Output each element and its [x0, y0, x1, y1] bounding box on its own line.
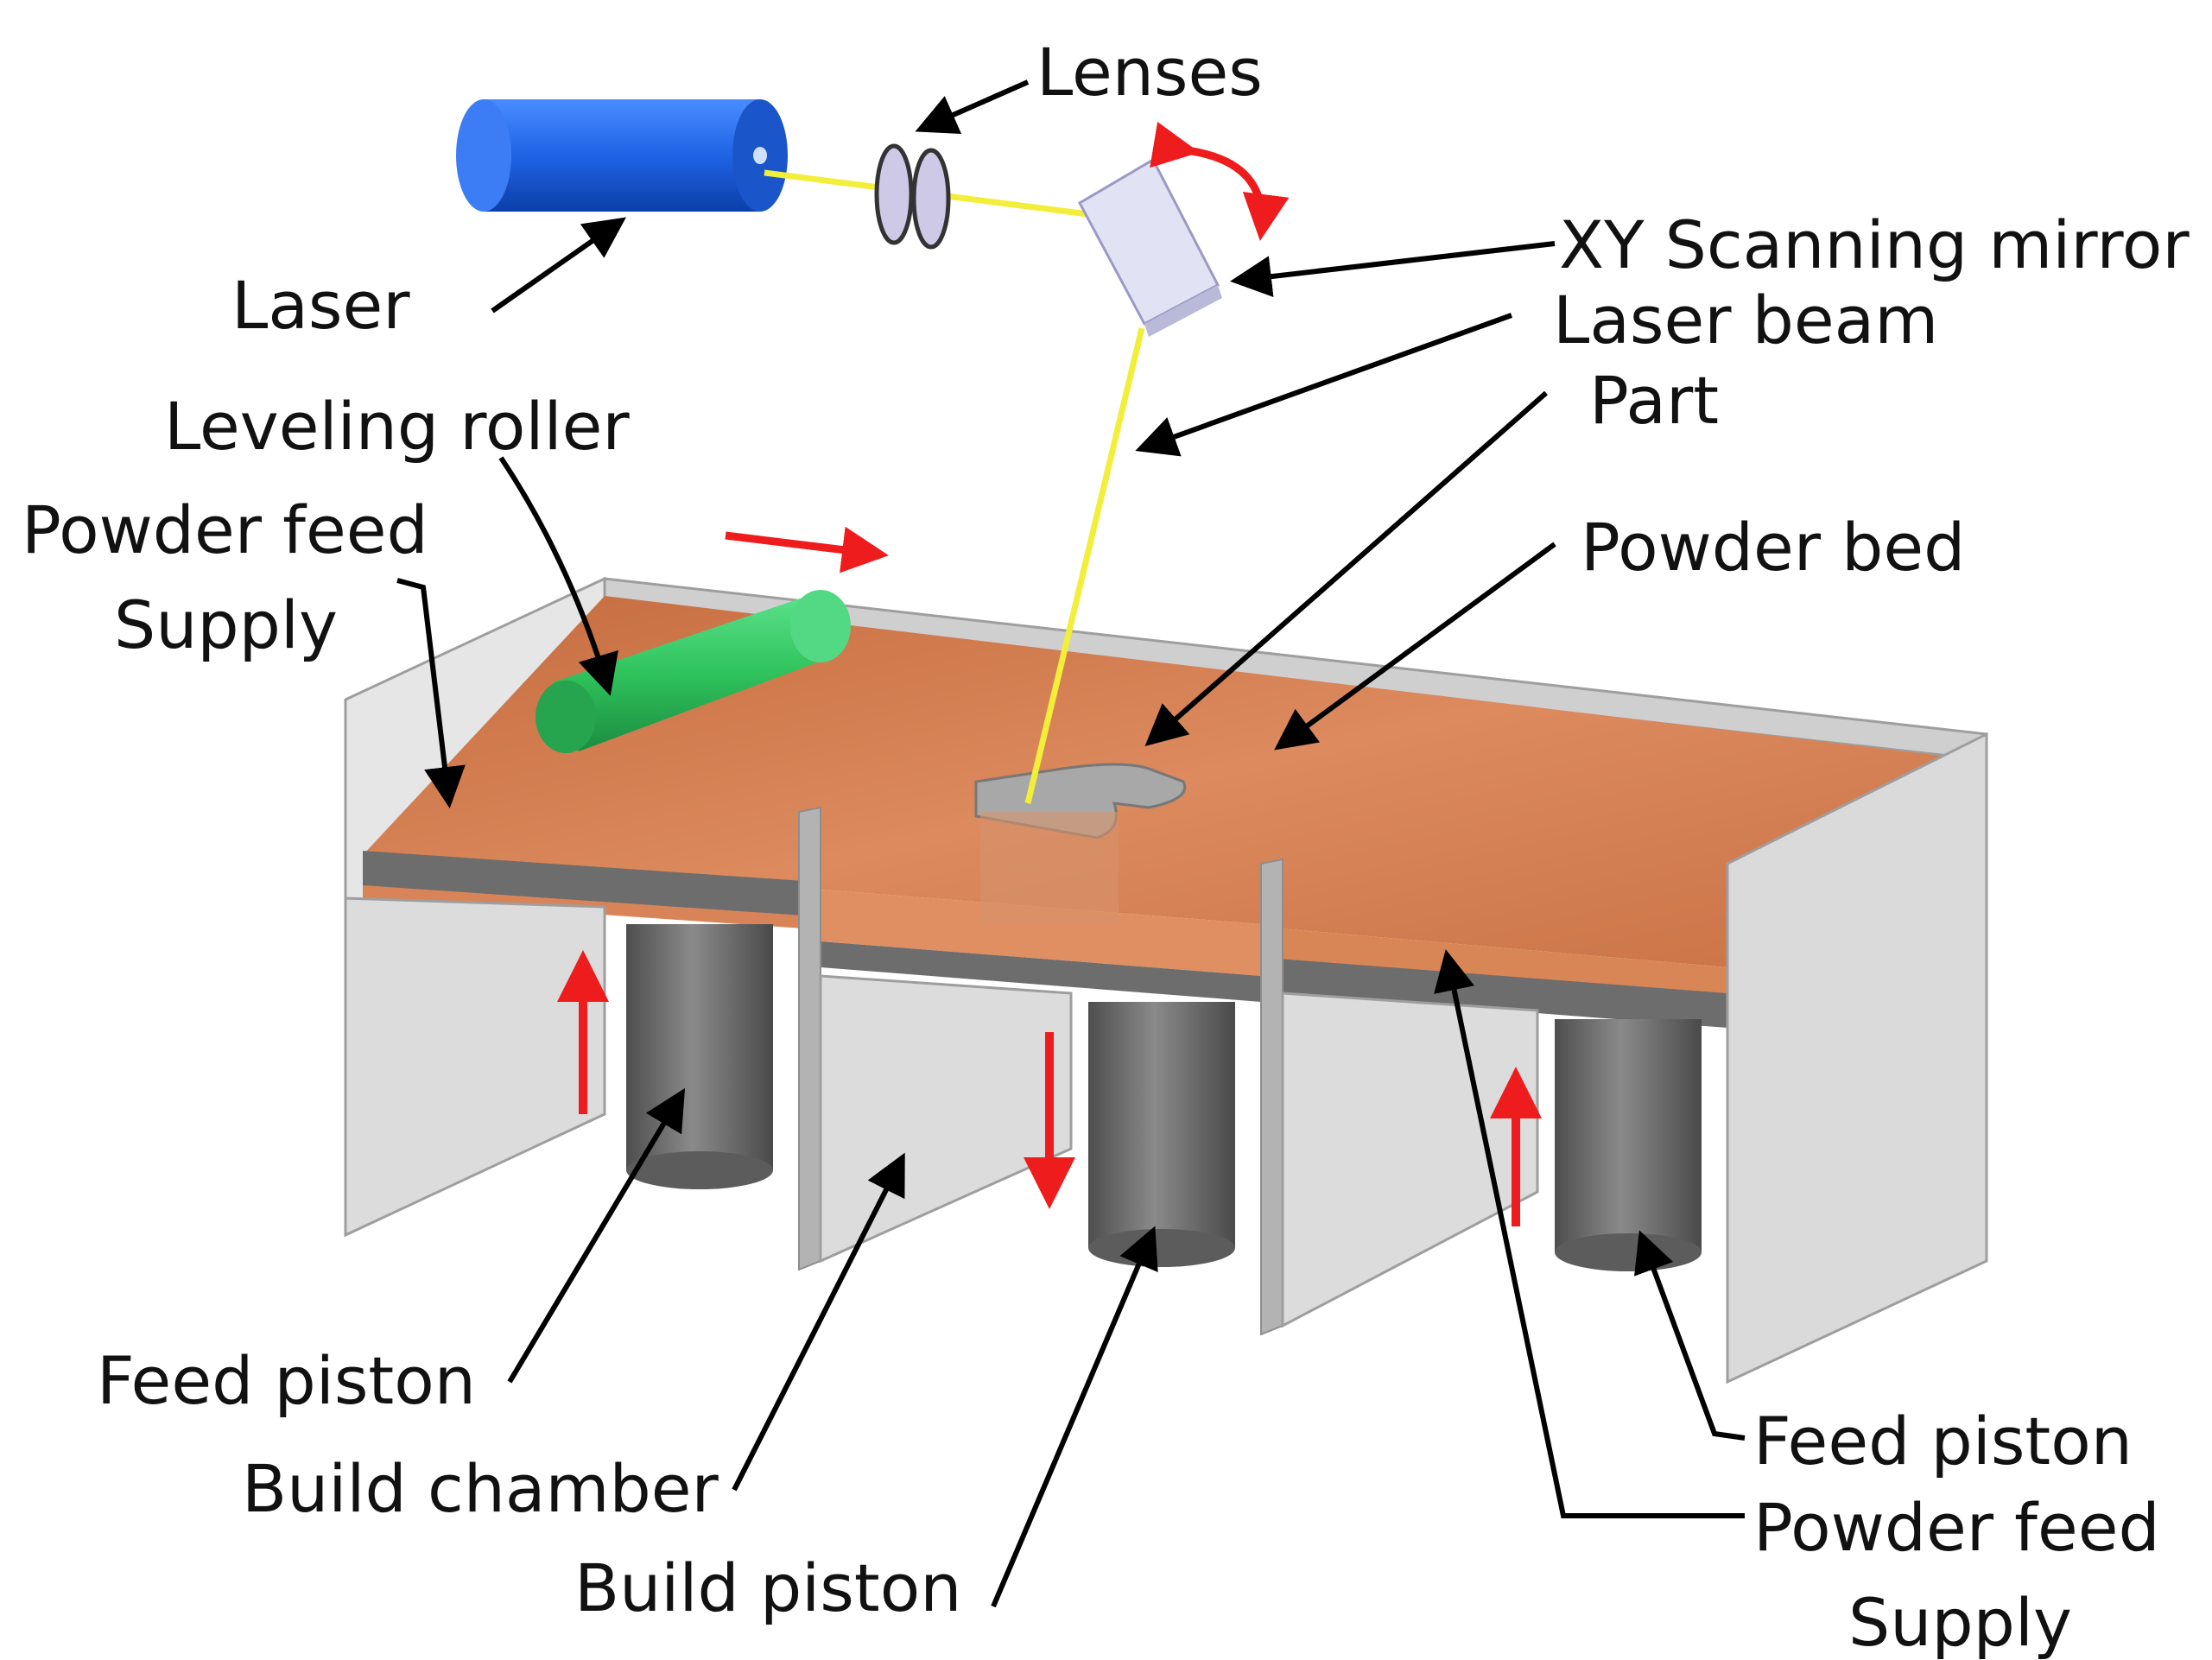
label-supply-left: Supply — [114, 586, 338, 663]
label-powder-bed: Powder bed — [1581, 509, 1965, 586]
leader-build-chamber — [732, 1152, 905, 1492]
label-leveling-roller: Leveling roller — [164, 388, 630, 465]
label-xy-scanning-mirror: XY Scanning mirror — [1559, 206, 2190, 283]
label-build-chamber: Build chamber — [242, 1450, 719, 1527]
feed-piston-right — [1555, 1019, 1702, 1252]
divider-wall-1 — [798, 806, 821, 1271]
leader-mirror — [1230, 241, 1556, 297]
powder-bed-middle-front — [821, 890, 1261, 976]
leader-feed-piston-left — [507, 1087, 686, 1384]
mirror-rotation-arrow — [1150, 121, 1290, 241]
label-supply-right: Supply — [1848, 1584, 2072, 1660]
leader-part — [1144, 390, 1548, 746]
part-body — [980, 812, 1119, 924]
feed-piston-left — [626, 924, 773, 1170]
label-build-piston: Build piston — [574, 1549, 961, 1626]
divider-wall-2 — [1260, 858, 1283, 1336]
feed-piston-left-bottom — [626, 1151, 773, 1189]
middle-front-wall — [819, 974, 1073, 1264]
right-side-wall — [1726, 732, 1988, 1384]
label-lenses: Lenses — [1036, 34, 1263, 111]
label-powder-feed-right: Powder feed — [1753, 1489, 2160, 1566]
label-laser-beam: Laser beam — [1553, 282, 1938, 358]
feed-piston-right-bottom — [1555, 1233, 1702, 1271]
leveling-roller — [536, 590, 851, 753]
roller-direction-arrow — [725, 526, 889, 573]
label-powder-feed-left: Powder feed — [22, 491, 428, 568]
leader-build-piston — [991, 1226, 1158, 1608]
label-feed-piston-right: Feed piston — [1753, 1403, 2133, 1479]
label-laser: Laser — [231, 267, 410, 344]
laser-device — [456, 99, 788, 212]
lenses — [874, 143, 951, 250]
left-front-wall — [344, 897, 606, 1238]
powder-bed-right-front — [1278, 928, 1727, 1002]
leader-leveling-roller — [498, 456, 618, 696]
label-part: Part — [1589, 362, 1719, 439]
leader-powder-feed-left — [396, 578, 466, 808]
leader-powder-feed-right — [1434, 949, 1745, 1518]
laser-beam-down — [1024, 327, 1145, 804]
leader-feed-piston-right — [1634, 1230, 1746, 1441]
right-plate — [1278, 959, 1727, 1028]
build-piston — [1088, 1002, 1235, 1248]
label-feed-piston-left: Feed piston — [97, 1342, 476, 1419]
xy-scanning-mirror — [1077, 157, 1222, 337]
leader-lenses — [915, 79, 1030, 135]
middle-plate — [821, 941, 1261, 1002]
leader-laser — [491, 217, 626, 314]
build-piston-bottom — [1088, 1229, 1235, 1267]
leader-laser-beam — [1135, 313, 1513, 457]
left-plate — [363, 851, 803, 916]
right-front-wall — [1281, 992, 1539, 1328]
leader-powder-bed — [1274, 542, 1556, 751]
